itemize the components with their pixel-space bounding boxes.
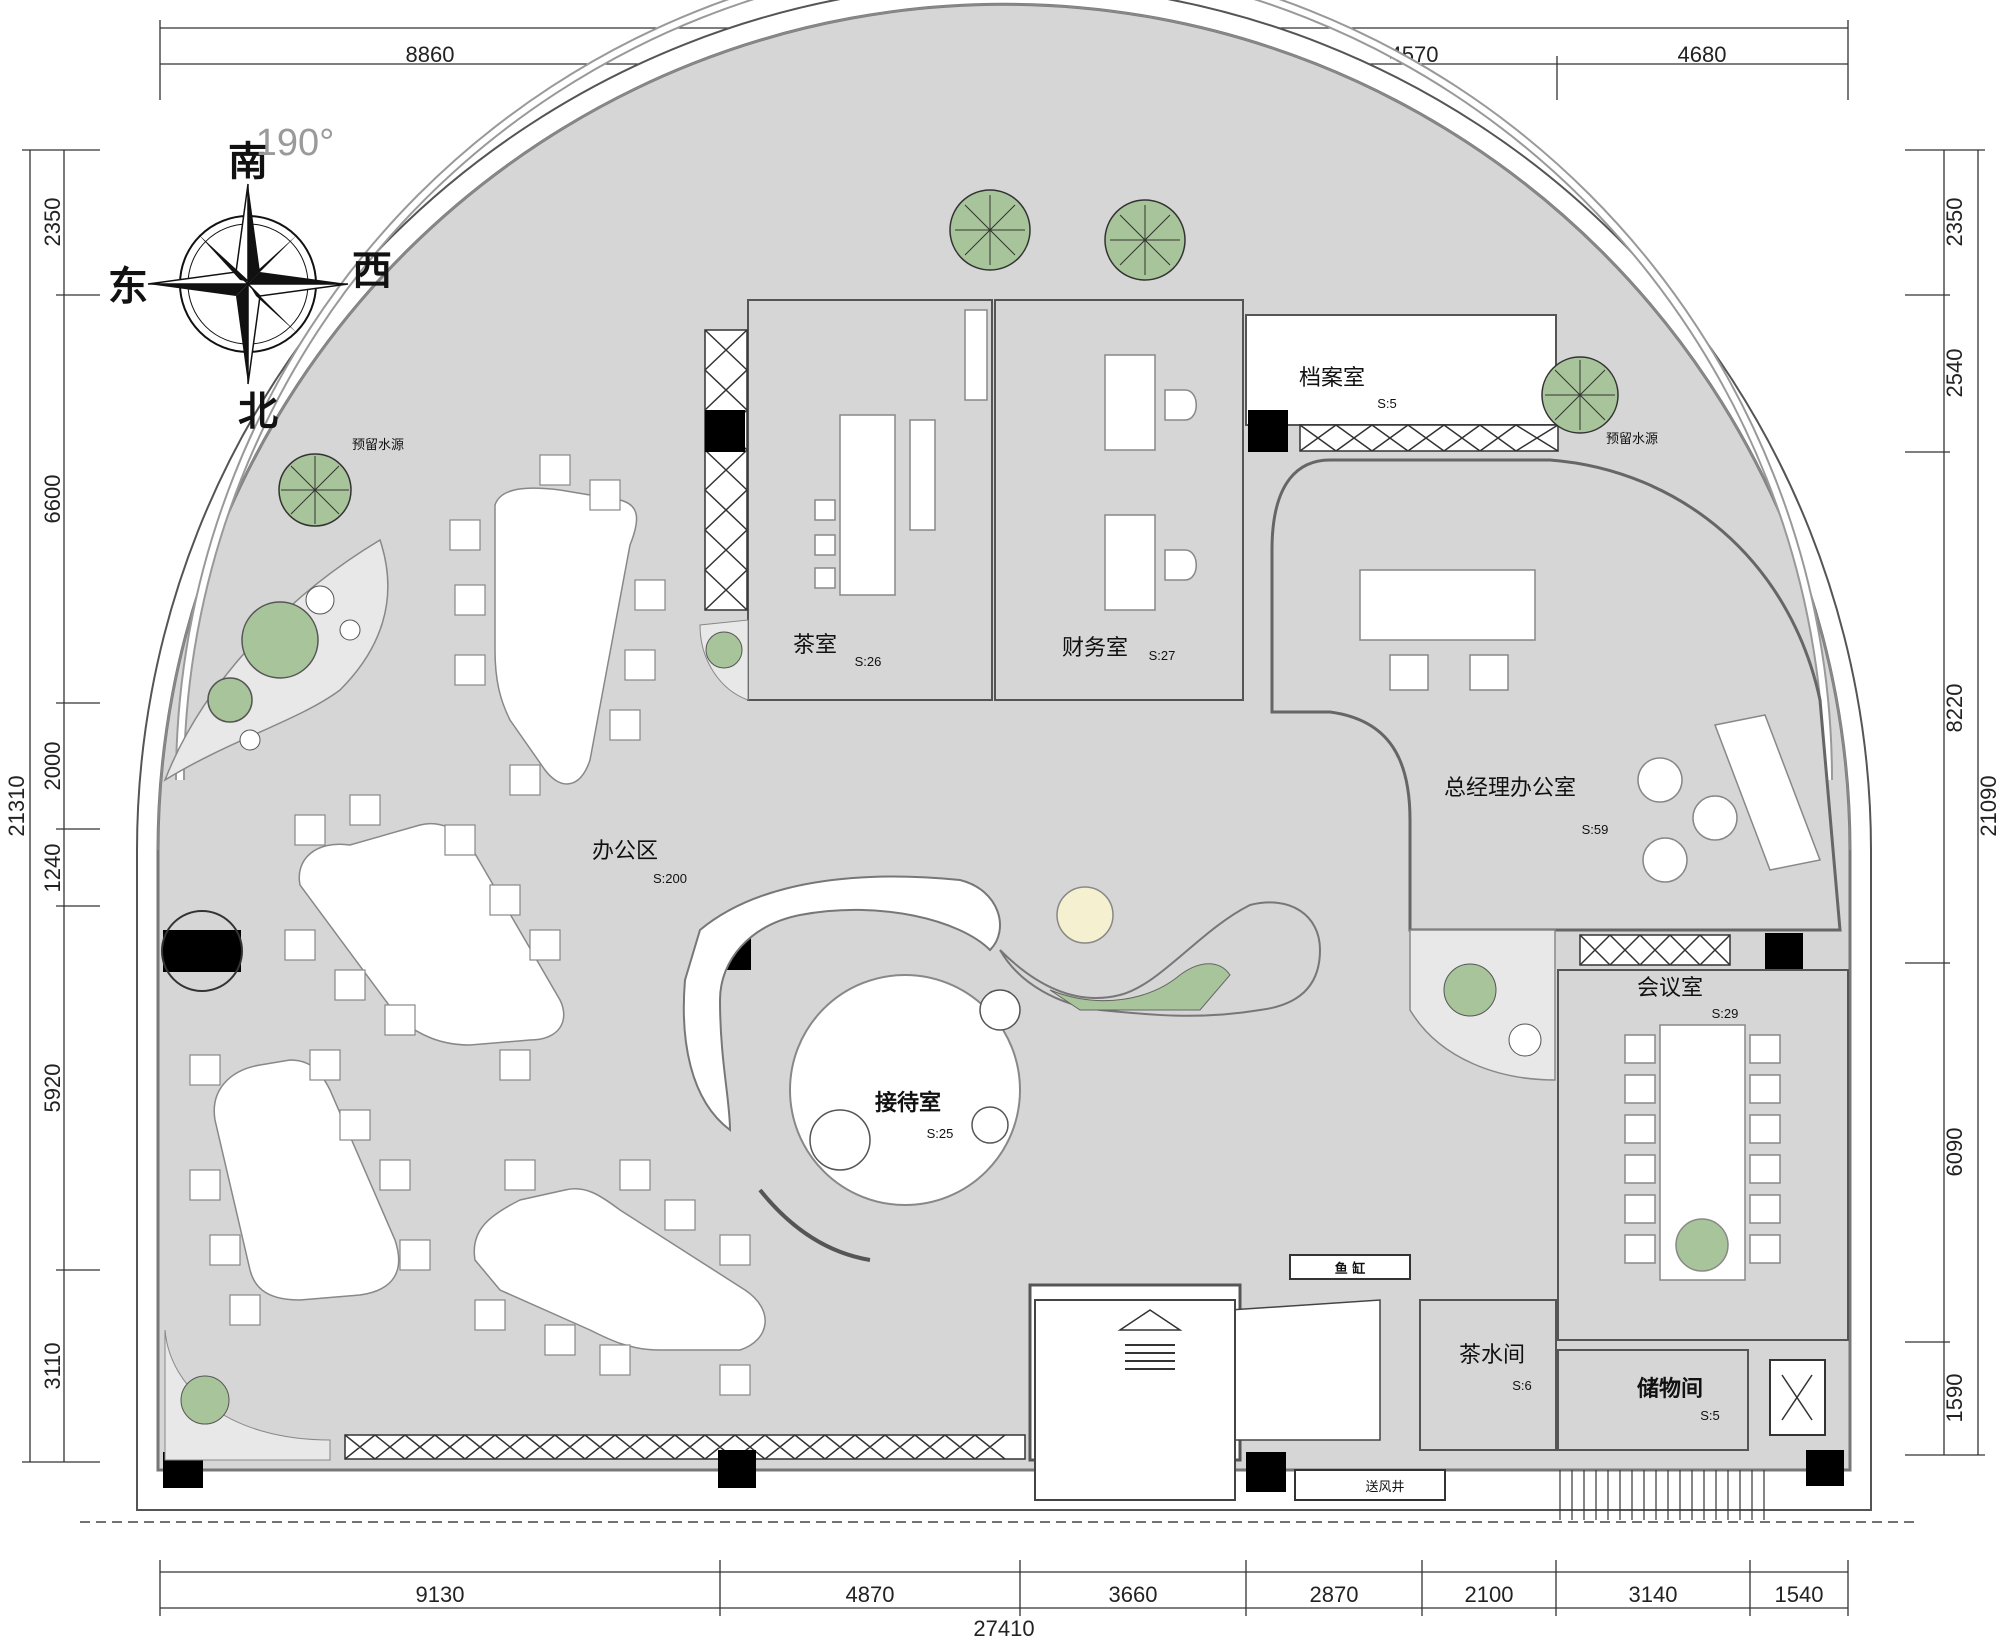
desk bbox=[494, 487, 638, 785]
reception-area bbox=[682, 875, 1322, 1262]
dim-left-5: 3110 bbox=[40, 1342, 65, 1389]
tree-left bbox=[278, 453, 352, 527]
storage-size: S:5 bbox=[1700, 1408, 1720, 1423]
office-chairs bbox=[189, 454, 751, 1396]
compass-degree: 190° bbox=[256, 122, 335, 164]
column bbox=[1246, 1452, 1286, 1492]
dim-right-3: 6090 bbox=[1942, 1128, 1967, 1177]
water-source-left-label: 预留水源 bbox=[352, 438, 404, 453]
dim-left-4: 5920 bbox=[40, 1064, 65, 1113]
meeting-furniture bbox=[1624, 1024, 1781, 1281]
compass-star-icon bbox=[147, 183, 349, 385]
gm-office-size: S:59 bbox=[1582, 822, 1609, 837]
reception-size: S:25 bbox=[927, 1126, 954, 1141]
desk bbox=[298, 823, 565, 1046]
planter-tea bbox=[699, 619, 749, 701]
gm-office-label: 总经理办公室 bbox=[1444, 776, 1576, 801]
storage-room-floor bbox=[1557, 1349, 1749, 1451]
planter-bottom-left bbox=[164, 1329, 331, 1461]
archive-room-floor bbox=[1245, 314, 1557, 426]
tree-top-2 bbox=[1104, 199, 1186, 281]
finance-furniture bbox=[1104, 354, 1197, 611]
dim-left-0: 2350 bbox=[40, 198, 65, 247]
entrance-arrow bbox=[1117, 1309, 1183, 1331]
fish-tank bbox=[1289, 1254, 1411, 1280]
dim-bottom-4: 2100 bbox=[1465, 1582, 1514, 1607]
compass-east: 东 bbox=[108, 264, 148, 310]
tea-room-label: 茶室 bbox=[793, 633, 837, 658]
tea-room-furniture bbox=[814, 309, 988, 596]
finance-room-floor bbox=[994, 299, 1244, 701]
dim-bottom-1: 4870 bbox=[846, 1582, 895, 1607]
storage-label: 储物间 bbox=[1637, 1376, 1703, 1402]
column bbox=[718, 1450, 756, 1488]
dim-right-2: 8220 bbox=[1942, 684, 1967, 733]
dimension-lines bbox=[22, 20, 1985, 1616]
dim-right-0: 2350 bbox=[1942, 198, 1967, 247]
tree-top-1 bbox=[949, 189, 1031, 271]
column bbox=[163, 930, 241, 972]
air-shaft bbox=[1294, 1469, 1446, 1501]
bottom-shelf bbox=[344, 1434, 1026, 1460]
planter-left bbox=[163, 538, 389, 782]
column bbox=[1248, 410, 1288, 452]
tea-room-shelf bbox=[704, 329, 748, 611]
column-round bbox=[161, 910, 243, 992]
dim-left-3: 1240 bbox=[40, 844, 65, 893]
meeting-room-size: S:29 bbox=[1712, 1006, 1739, 1021]
compass-north: 北 bbox=[238, 389, 278, 435]
fish-tank-label: 鱼 缸 bbox=[1335, 1261, 1366, 1277]
entrance-steps bbox=[1125, 1344, 1175, 1370]
column bbox=[1806, 1450, 1844, 1486]
reception-label: 接待室 bbox=[875, 1090, 941, 1116]
columns bbox=[163, 410, 1844, 1492]
archive-room-label: 档案室 bbox=[1299, 366, 1365, 391]
balcony-line bbox=[157, 3, 1851, 851]
column bbox=[1765, 933, 1803, 969]
dim-bottom-6: 1540 bbox=[1775, 1582, 1824, 1607]
stair-right bbox=[1559, 1470, 1765, 1520]
desk bbox=[213, 1059, 400, 1301]
column bbox=[705, 410, 745, 452]
dim-top-5: 4680 bbox=[1678, 42, 1727, 67]
dim-bottom-total: 27410 bbox=[973, 1616, 1034, 1641]
dim-top-0: 8860 bbox=[406, 42, 455, 67]
office-desks bbox=[213, 487, 766, 1351]
tree-top-3 bbox=[1541, 356, 1619, 434]
pantry-label: 茶水间 bbox=[1459, 1343, 1525, 1368]
tea-room-size: S:26 bbox=[855, 654, 882, 669]
finance-room-label: 财务室 bbox=[1062, 636, 1128, 661]
dim-bottom-2: 3660 bbox=[1109, 1582, 1158, 1607]
dim-left-1: 6600 bbox=[40, 475, 65, 524]
office-area-label: 办公区 bbox=[592, 839, 658, 864]
planter-gm bbox=[1409, 929, 1556, 1081]
storage-shaft-cross bbox=[1781, 1374, 1813, 1421]
air-shaft-label: 送风井 bbox=[1365, 1480, 1404, 1495]
balcony-inner-arc-2 bbox=[177, 0, 1831, 781]
entrance-block bbox=[1034, 1299, 1236, 1501]
pantry-floor bbox=[1419, 1299, 1557, 1451]
compass-west: 西 bbox=[352, 248, 392, 294]
water-source-right-label: 预留水源 bbox=[1606, 432, 1658, 447]
dim-right-1: 2540 bbox=[1942, 349, 1967, 398]
archive-shelf bbox=[1299, 424, 1559, 452]
office-area-size: S:200 bbox=[653, 871, 687, 886]
gm-furniture bbox=[1359, 569, 1822, 883]
room-labels: 办公区 S:200 茶室 S:26 财务室 S:27 档案室 S:5 总经理办公… bbox=[352, 366, 1738, 1423]
compass-south: 南 bbox=[228, 139, 268, 185]
dim-left-total: 21310 bbox=[4, 775, 29, 836]
meeting-room-label: 会议室 bbox=[1637, 976, 1703, 1001]
dim-bottom-5: 3140 bbox=[1629, 1582, 1678, 1607]
archive-room-size: S:5 bbox=[1377, 396, 1397, 411]
dim-bottom-3: 2870 bbox=[1310, 1582, 1359, 1607]
finance-room-size: S:27 bbox=[1149, 648, 1176, 663]
compass: 南 北 东 西 190° bbox=[108, 122, 392, 435]
dim-right-total: 21090 bbox=[1976, 775, 2000, 836]
dim-bottom-0: 9130 bbox=[416, 1582, 465, 1607]
dim-left-2: 2000 bbox=[40, 742, 65, 791]
dim-right-4: 1590 bbox=[1942, 1374, 1967, 1423]
gm-office-shelf bbox=[1579, 934, 1731, 966]
pantry-size: S:6 bbox=[1512, 1378, 1532, 1393]
